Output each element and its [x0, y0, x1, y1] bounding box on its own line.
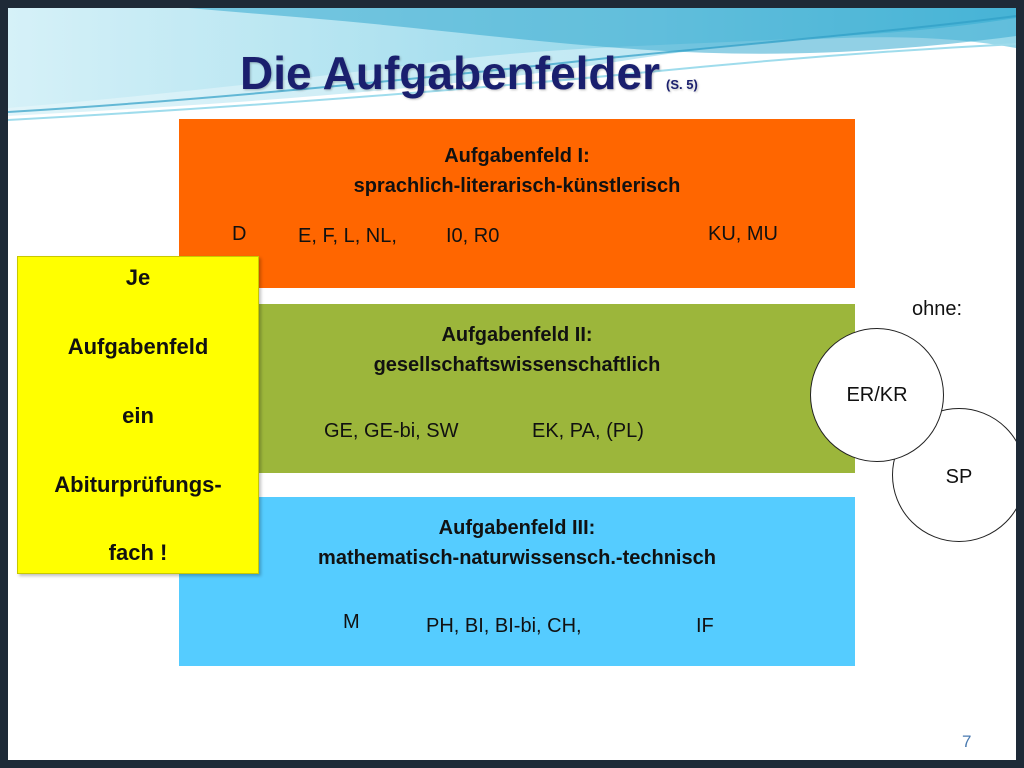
subject-circle-label: SP [945, 465, 973, 488]
field-1-item: D [232, 223, 247, 245]
title-main: Die Aufgabenfelder [240, 47, 661, 99]
field-1-item: KU, MU [708, 223, 778, 245]
field-3-title-line2: mathematisch-naturwissensch.-technisch [318, 547, 716, 569]
field-1-title-line2: sprachlich-literarisch-künstlerisch [353, 175, 681, 197]
field-2-title-line1: Aufgabenfeld II: [441, 324, 593, 346]
field-box-1: Aufgabenfeld I: sprachlich-literarisch-k… [179, 119, 855, 288]
header-wave-decoration [8, 8, 1016, 121]
field-3-title-line1: Aufgabenfeld III: [438, 517, 596, 539]
field-2-title-line2: gesellschaftswissenschaftlich [373, 354, 661, 376]
note-line: Je [125, 265, 151, 290]
field-3-item: PH, BI, BI-bi, CH, [426, 615, 582, 637]
note-line: Abiturprüfungs- [54, 472, 222, 497]
note-line: ein [122, 403, 154, 428]
slide: Die Aufgabenfelder (S. 5) Aufgabenfeld I:… [8, 8, 1016, 760]
subject-circle-er-kr: ER/KR [810, 328, 944, 462]
note-line: fach ! [108, 540, 168, 565]
page-title: Die Aufgabenfelder (S. 5) [240, 46, 698, 100]
field-1-item: I0, R0 [446, 225, 500, 247]
without-label: ohne: [912, 298, 963, 320]
field-1-item: E, F, L, NL, [298, 225, 397, 247]
note-line: Aufgabenfeld [67, 334, 209, 359]
title-page-ref: (S. 5) [666, 77, 698, 92]
field-box-2: Aufgabenfeld II: gesellschaftswissenscha… [179, 304, 855, 473]
field-2-item: GE, GE-bi, SW [324, 420, 459, 442]
field-3-item: IF [696, 615, 714, 637]
subject-circle-label: ER/KR [846, 383, 908, 406]
field-1-title-line1: Aufgabenfeld I: [444, 145, 590, 167]
field-box-3: Aufgabenfeld III: mathematisch-naturwiss… [179, 497, 855, 666]
field-2-item: EK, PA, (PL) [532, 420, 644, 442]
page-number: 7 [962, 732, 972, 751]
field-3-item: M [343, 611, 360, 633]
note-box: Je Aufgabenfeld ein Abiturprüfungs- fach… [17, 256, 259, 574]
